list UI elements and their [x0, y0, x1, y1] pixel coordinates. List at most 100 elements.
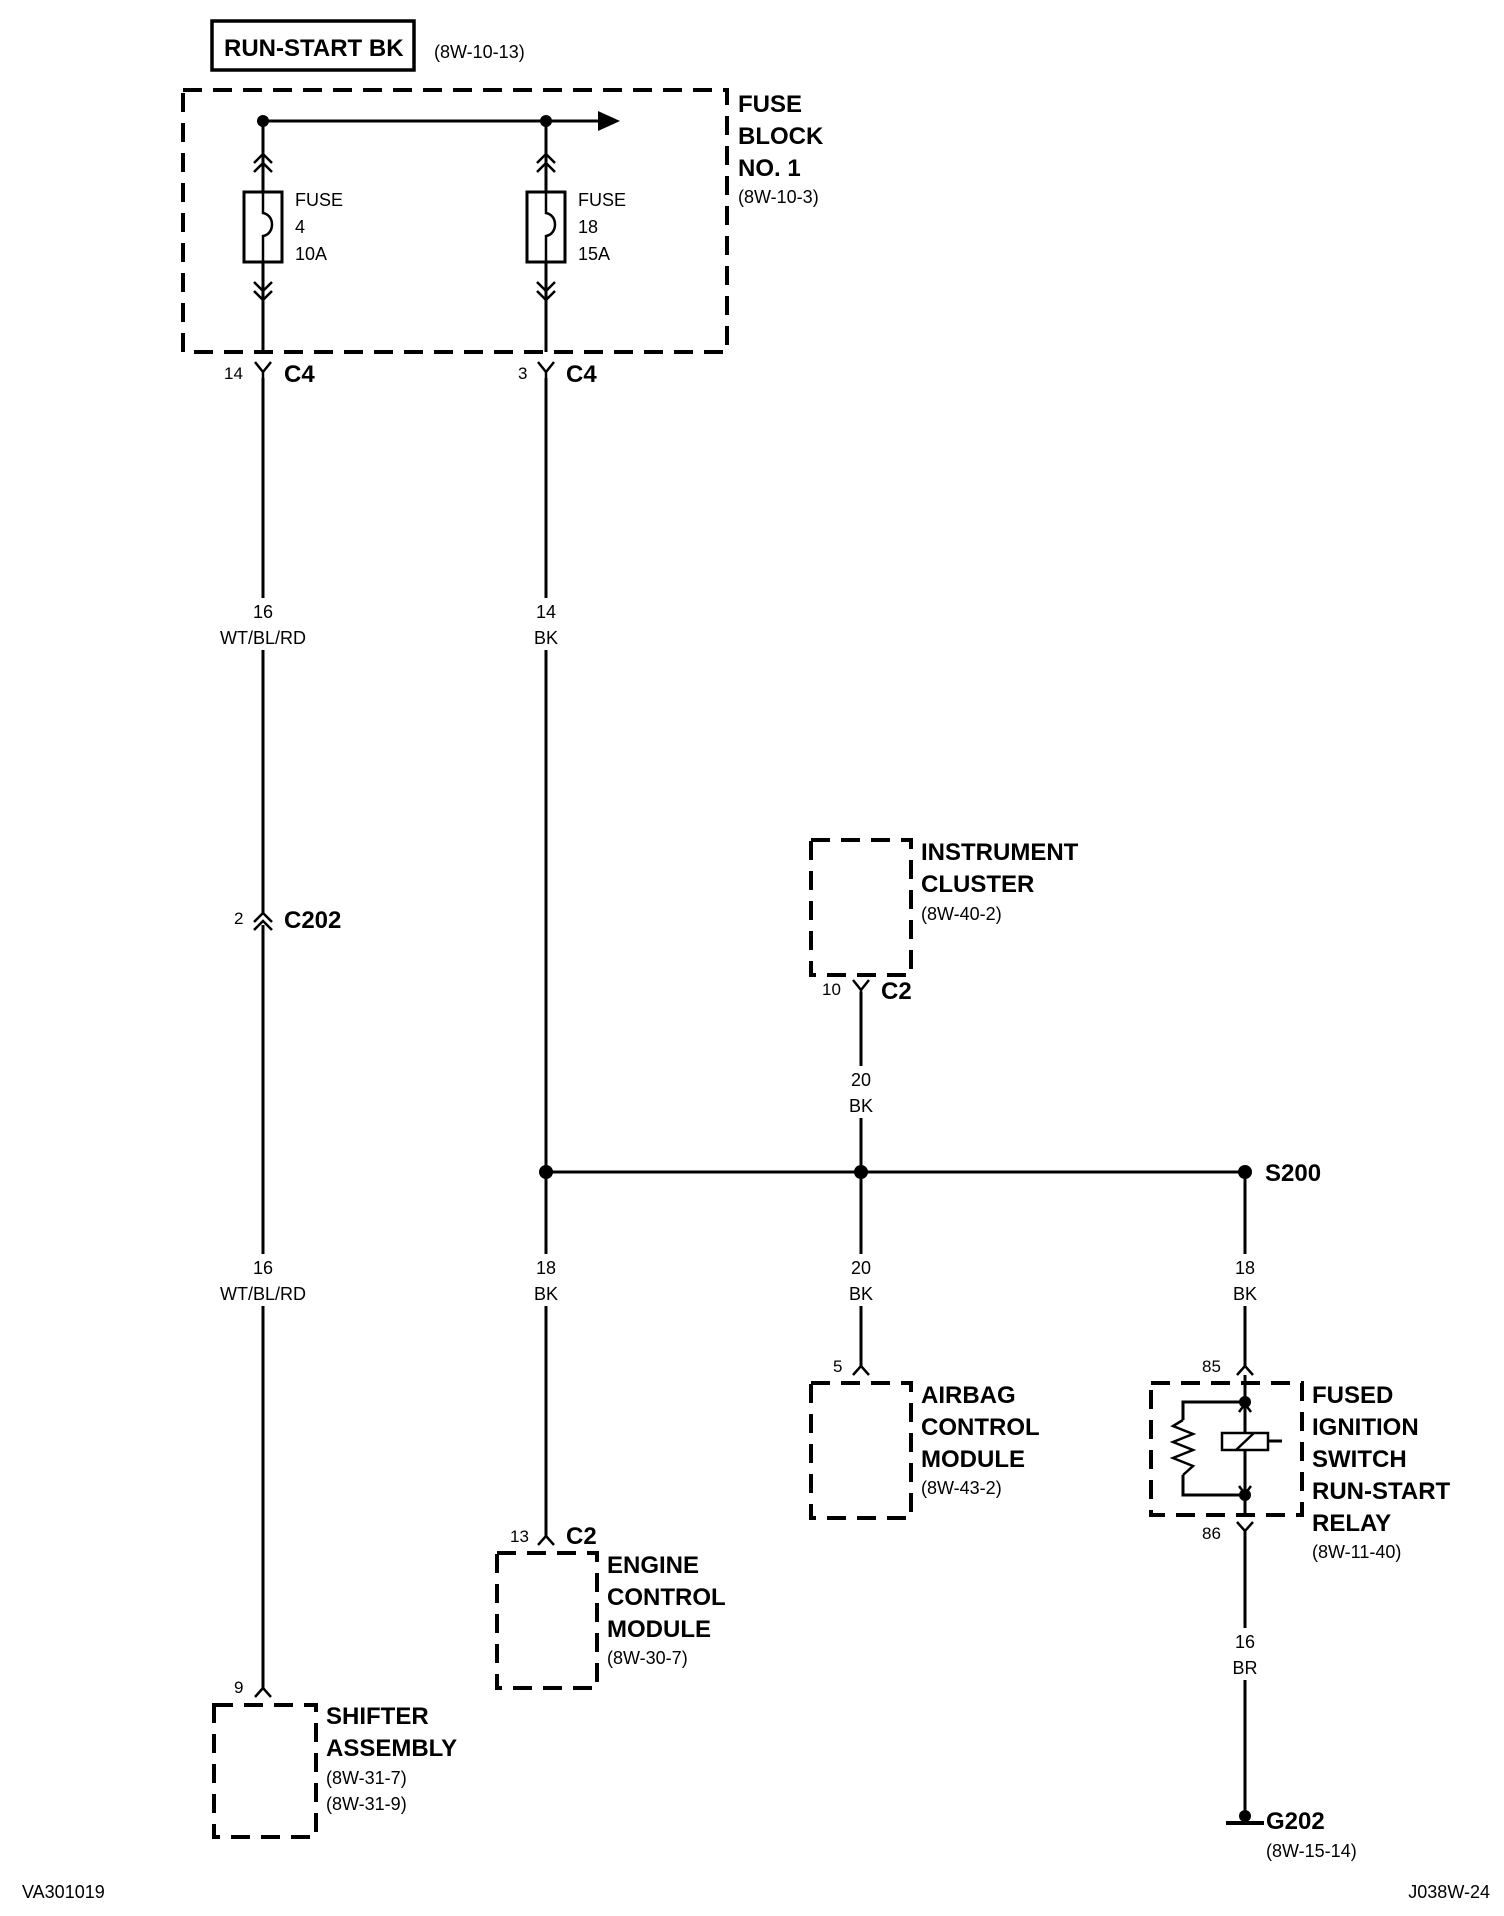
wire-label-bg-2	[210, 1254, 316, 1306]
airbag-ref: (8W-43-2)	[921, 1478, 1002, 1498]
c202-pin: 2	[234, 909, 243, 928]
fuse-18-element-icon	[544, 192, 557, 262]
airbag-control-module: 5 AIRBAG CONTROL MODULE (8W-43-2)	[809, 1357, 1040, 1520]
ecm-title-2: CONTROL	[607, 1584, 726, 1611]
source-box	[210, 19, 416, 72]
footer-left-code: VA301019	[22, 1882, 105, 1902]
c4-connector-pin-3: 3 C4	[518, 361, 597, 388]
c4-connector-pin-14: 14 C4	[224, 361, 315, 388]
fuse-4-number: 4	[295, 217, 305, 237]
fuse-18-bottom-terminal-icon	[536, 281, 556, 302]
wire-label-bg-7	[1219, 1254, 1271, 1306]
cluster-pin-icon	[852, 979, 870, 994]
circuit-fuse-18: 14 BK S200 18 BK 20 BK 20 BK 18 BK	[520, 378, 1321, 1536]
c202-connector-icon	[253, 911, 273, 931]
c202-name: C202	[284, 907, 341, 934]
fuse-18-number: 18	[578, 217, 598, 237]
c4-pin-3-number: 3	[518, 364, 527, 383]
wire-relay-in-color: BK	[1233, 1284, 1257, 1304]
fuse-block-title-3: NO. 1	[738, 155, 801, 182]
fuse-18-rating: 15A	[578, 244, 610, 264]
c4-pin-3-connector: C4	[566, 361, 597, 388]
wire-label-bg-8	[1219, 1628, 1271, 1680]
ecm-pin: 13	[510, 1527, 529, 1546]
cluster-connector: C2	[881, 978, 912, 1005]
relay-pin-86-icon	[1236, 1521, 1254, 1533]
shifter-title-1: SHIFTER	[326, 1703, 429, 1730]
fuse-4: FUSE 4 10A	[242, 121, 343, 352]
wire-fuse18-upper-gauge: 14	[536, 602, 556, 622]
shifter-ref-1: (8W-31-7)	[326, 1768, 407, 1788]
fuse-4-bottom-terminal-icon	[253, 281, 273, 302]
source-label-group: RUN-START BK (8W-10-13)	[210, 19, 525, 72]
relay-title-5: RELAY	[1312, 1510, 1391, 1537]
wire-label-bg-4	[520, 1254, 572, 1306]
fuse-4-rating: 10A	[295, 244, 327, 264]
wire-ecm-color: BK	[534, 1284, 558, 1304]
wire-fuse4-lower-gauge: 16	[253, 1258, 273, 1278]
fuse-block-title-1: FUSE	[738, 91, 802, 118]
wire-label-bg-3	[520, 598, 572, 650]
airbag-title-3: MODULE	[921, 1446, 1025, 1473]
shifter-title-2: ASSEMBLY	[326, 1735, 457, 1762]
fuse-18-top-terminal-icon	[536, 152, 556, 173]
relay-title-3: SWITCH	[1312, 1446, 1407, 1473]
fuse-4-word: FUSE	[295, 190, 343, 210]
instrument-cluster: 10 C2 INSTRUMENT CLUSTER (8W-40-2)	[809, 838, 1079, 1005]
wire-relay-out-color: BR	[1232, 1658, 1257, 1678]
cluster-title-1: INSTRUMENT	[921, 839, 1079, 866]
relay-bottom-arrow-icon	[1238, 1485, 1252, 1497]
relay-title-1: FUSED	[1312, 1382, 1393, 1409]
relay-ref: (8W-11-40)	[1312, 1542, 1401, 1562]
shifter-ref-2: (8W-31-9)	[326, 1794, 407, 1814]
engine-control-module: 13 C2 ENGINE CONTROL MODULE (8W-30-7)	[495, 1523, 726, 1690]
wire-airbag-gauge: 20	[851, 1258, 871, 1278]
bus-arrow-icon	[598, 111, 620, 131]
relay-coil-slash	[1235, 1432, 1255, 1451]
relay-outline	[1149, 1381, 1304, 1517]
ecm-outline	[495, 1551, 599, 1690]
wire-relay-out-gauge: 16	[1235, 1632, 1255, 1652]
wire-airbag-color: BK	[849, 1284, 873, 1304]
relay-resistor-icon	[1169, 1418, 1197, 1476]
ecm-connector: C2	[566, 1523, 597, 1550]
wire-label-bg-1	[210, 598, 316, 650]
c4-pin-14-icon	[254, 361, 272, 378]
cluster-title-2: CLUSTER	[921, 871, 1034, 898]
shifter-pin: 9	[234, 1678, 243, 1697]
wire-cluster-color: BK	[849, 1096, 873, 1116]
relay-pin-86: 86	[1202, 1524, 1221, 1543]
cluster-outline	[809, 838, 913, 977]
cluster-ref: (8W-40-2)	[921, 904, 1002, 924]
fuse-4-element-icon	[261, 192, 274, 262]
airbag-pin-icon	[852, 1364, 870, 1376]
fuse-block-ref: (8W-10-3)	[738, 187, 819, 207]
fuse-18: FUSE 18 15A	[525, 121, 626, 352]
wire-label-bg-5	[835, 1066, 887, 1118]
c4-pin-14-connector: C4	[284, 361, 315, 388]
wire-relay-in-gauge: 18	[1235, 1258, 1255, 1278]
fuse-block: FUSE BLOCK NO. 1 (8W-10-3) FUSE 4 10A	[181, 88, 824, 354]
shifter-pin-icon	[254, 1686, 272, 1698]
wire-label-bg-6	[835, 1254, 887, 1306]
relay-pin-85-icon	[1236, 1364, 1254, 1376]
relay-top-arrow-icon	[1238, 1401, 1252, 1413]
fuse-block-title-2: BLOCK	[738, 123, 824, 150]
ecm-pin-icon	[537, 1534, 555, 1546]
ecm-ref: (8W-30-7)	[607, 1648, 688, 1668]
relay-resistor-loop	[1181, 1400, 1245, 1497]
relay-title-4: RUN-START	[1312, 1478, 1451, 1505]
c4-pin-14-number: 14	[224, 364, 243, 383]
circuit-fuse-4: 16 WT/BL/RD 2 C202 16 WT/BL/RD	[210, 378, 341, 1688]
fuse-block-outline	[181, 88, 729, 354]
splice-name: S200	[1265, 1160, 1321, 1187]
airbag-title-1: AIRBAG	[921, 1382, 1016, 1409]
fuse-18-word: FUSE	[578, 190, 626, 210]
source-ref: (8W-10-13)	[434, 42, 525, 62]
run-start-relay: 85 86 FUSED IGNITION SWITCH RUN-START RE…	[1149, 1357, 1451, 1562]
wire-fuse18-upper-color: BK	[534, 628, 558, 648]
ecm-title-1: ENGINE	[607, 1552, 699, 1579]
ground-name: G202	[1266, 1808, 1325, 1835]
wire-fuse4-lower-color: WT/BL/RD	[220, 1284, 306, 1304]
